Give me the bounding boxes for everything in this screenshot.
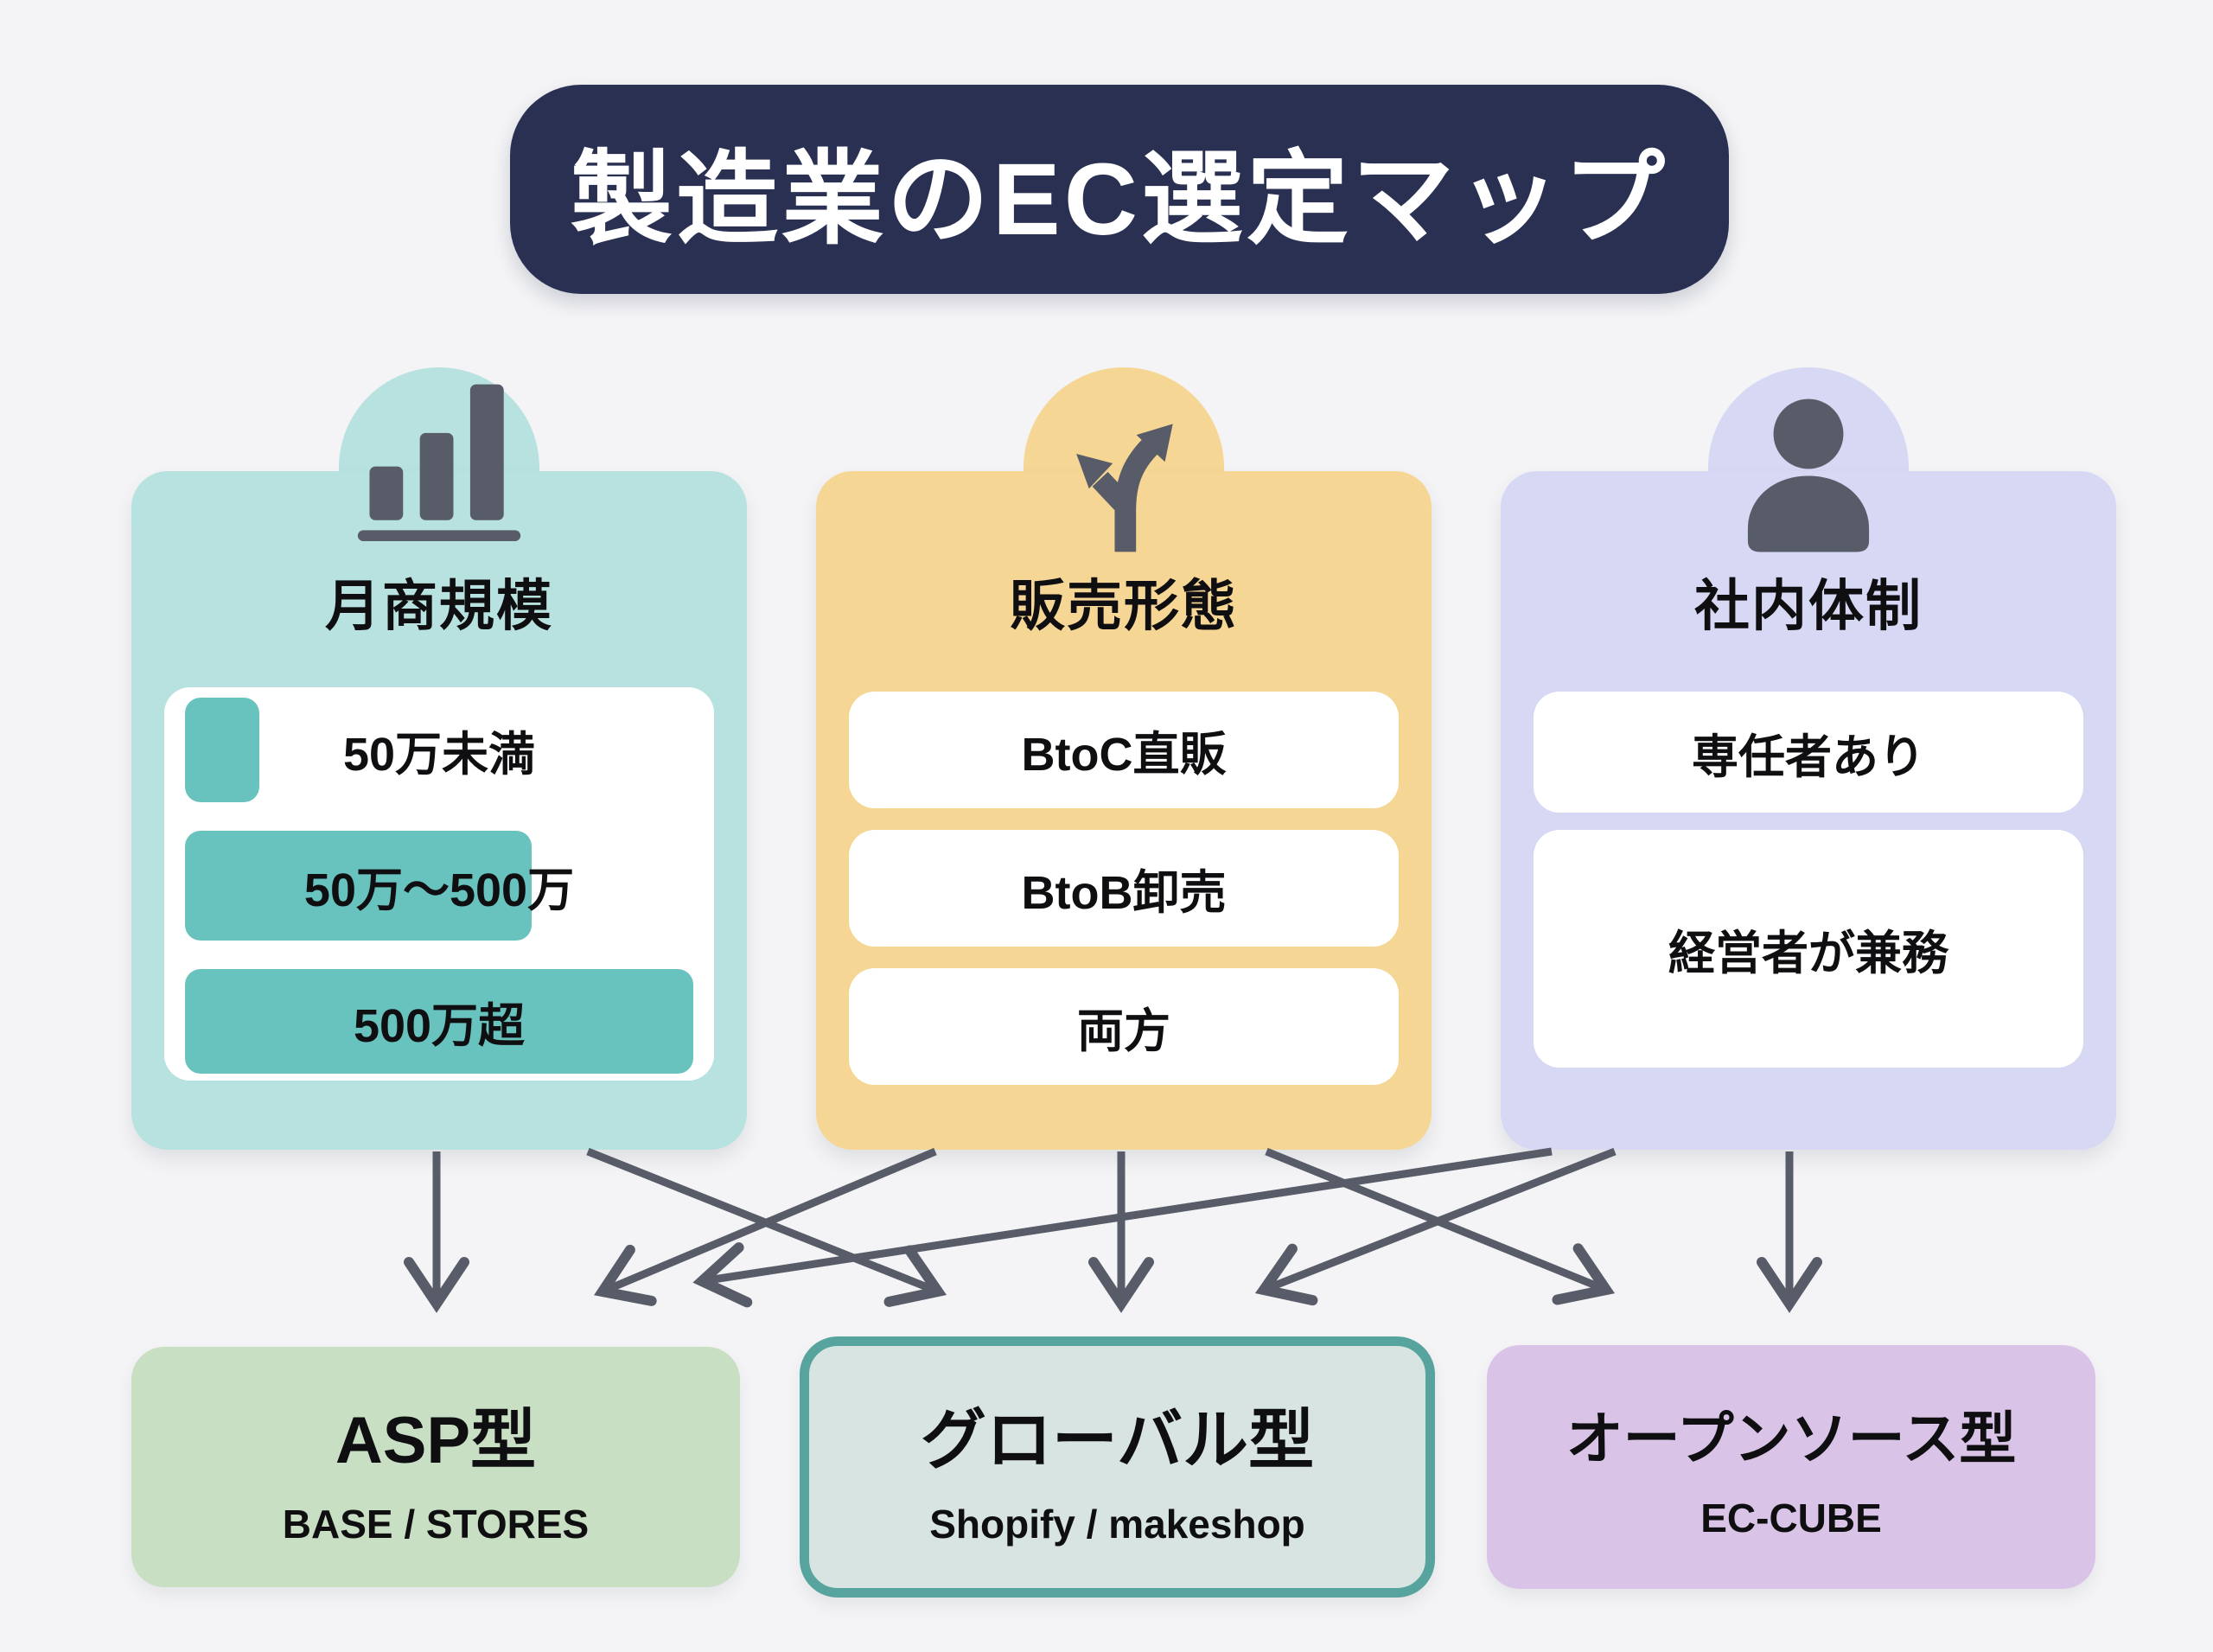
column-internal-structure: 社内体制 専任者あり 経営者が兼務 [1501, 367, 2116, 1150]
item-label: 両方 [1077, 1005, 1170, 1057]
result-open-source: オープンソース型 EC-CUBE [1487, 1345, 2095, 1589]
result-global: グローバル型 Shopify / makeshop [800, 1336, 1435, 1598]
list-item: BtoC直販 [849, 692, 1399, 808]
list-item: 両方 [849, 968, 1399, 1085]
column-header-sales-format: 販売形態 [1010, 575, 1238, 637]
list-item: 50万〜500万 [164, 831, 714, 941]
column-sales-format: 販売形態 BtoC直販 BtoB卸売 両方 [816, 367, 1432, 1150]
bar-chart-icon [357, 384, 521, 542]
split-arrows-icon [1076, 424, 1173, 552]
item-label: 500万超 [353, 1000, 526, 1052]
list-item: 50万未満 [164, 698, 714, 802]
arrow-internal-to-global [1254, 1147, 1617, 1306]
result-subtitle: BASE / STORES [282, 1502, 590, 1547]
item-label: 50万未満 [342, 729, 536, 781]
monthly-sales-panel: 50万未満 50万〜500万 500万超 [164, 687, 714, 1081]
list-item: BtoB卸売 [849, 830, 1399, 947]
page-title-text: 製造業のEC選定マップ [571, 142, 1668, 257]
result-subtitle: Shopify / makeshop [929, 1502, 1305, 1547]
item-label: BtoC直販 [1021, 729, 1227, 781]
item-label: BtoB卸売 [1021, 867, 1227, 919]
result-subtitle: EC-CUBE [1700, 1496, 1882, 1540]
column-header-internal-structure: 社内体制 [1694, 575, 1923, 637]
column-monthly-sales: 月商規模 50万未満 50万〜500万 500万超 [131, 367, 747, 1150]
item-label: 専任者あり [1692, 730, 1925, 783]
item-label: 経営者が兼務 [1668, 928, 1948, 979]
item-label: 50万〜500万 [303, 864, 575, 916]
arrow-sales-to-opensource [1265, 1147, 1616, 1305]
result-asp: ASP型 BASE / STORES [131, 1347, 740, 1587]
result-title: オープンソース型 [1566, 1406, 2017, 1470]
arrow-internal-to-asp [692, 1147, 1553, 1308]
list-item: 専任者あり [1534, 692, 2083, 813]
revenue-bar-small [185, 698, 259, 802]
list-item: 500万超 [164, 969, 714, 1074]
result-title: グローバル型 [920, 1404, 1315, 1477]
revenue-bar-large [185, 969, 693, 1074]
person-icon [1747, 399, 1870, 552]
page-title: 製造業のEC選定マップ [510, 85, 1729, 294]
column-header-monthly-sales: 月商規模 [325, 575, 553, 637]
revenue-bar-medium [185, 831, 532, 941]
list-item: 経営者が兼務 [1534, 830, 2083, 1068]
arrow-sales-to-asp [594, 1147, 937, 1306]
arrow-monthly-to-global [586, 1147, 947, 1307]
result-title: ASP型 [335, 1404, 537, 1477]
